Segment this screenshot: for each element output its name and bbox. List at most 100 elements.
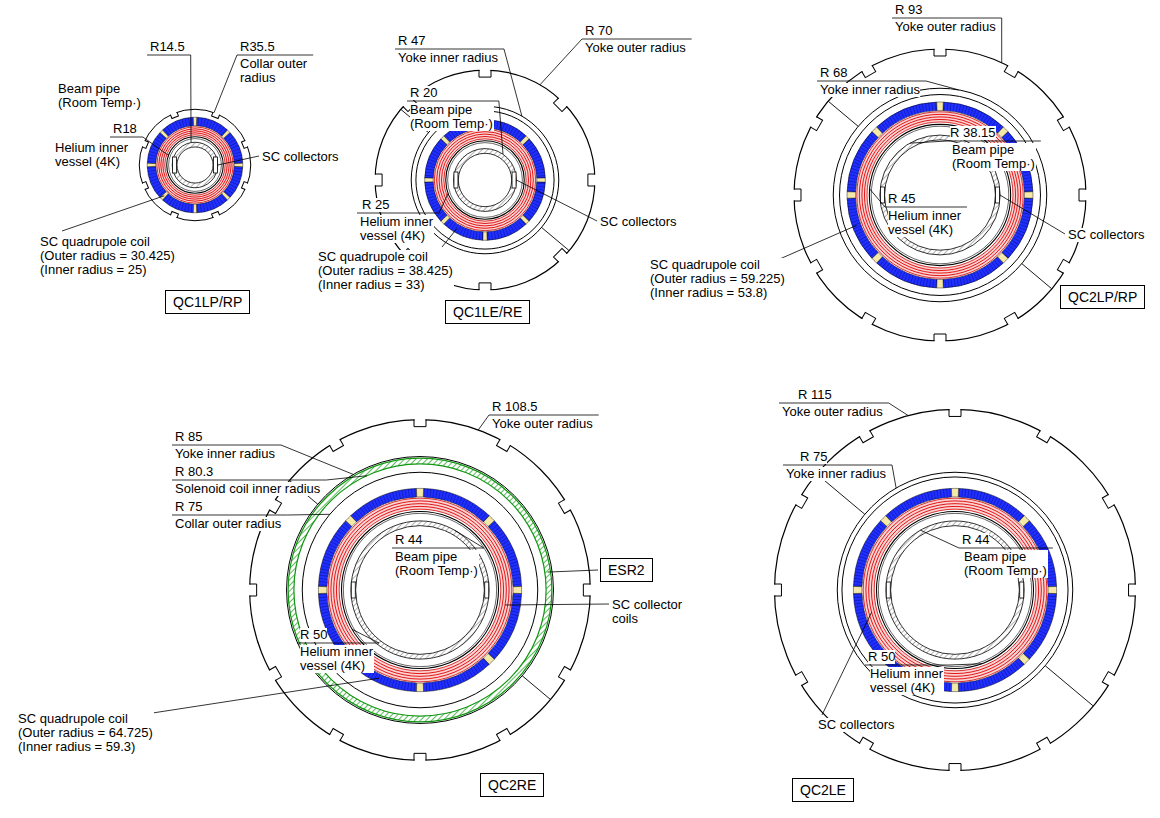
leader-lines (62, 18, 1065, 716)
corrector-coil-layer (163, 133, 227, 197)
notch-outline (1102, 495, 1114, 509)
part-label: Beam pipe (Room Temp·) (410, 103, 494, 131)
notch-mask (859, 429, 873, 442)
notch-mask (415, 417, 426, 426)
leader-line (889, 403, 909, 416)
notch (860, 312, 875, 326)
dimension-underline (783, 465, 892, 466)
notch-mask (268, 667, 281, 681)
notch (267, 666, 281, 681)
notch-outline (212, 211, 220, 217)
dimension-underline (392, 548, 484, 549)
leader-line (442, 229, 457, 247)
magnet-section (791, 46, 1088, 343)
coil-spacer (937, 279, 944, 288)
notch-outline (496, 728, 510, 740)
notch-outline (212, 112, 220, 118)
coil-windings (151, 121, 238, 208)
leader-line (214, 55, 237, 113)
notch-outline (774, 584, 781, 596)
part-label: Helium inner vessel (4K) (360, 215, 434, 243)
corrector-coils (857, 112, 1023, 278)
notch-outline (860, 737, 874, 749)
notch-mask (859, 738, 873, 751)
leader-line (478, 415, 489, 430)
notch-outline (330, 439, 344, 451)
solenoid-coil (288, 458, 552, 722)
notch (808, 115, 822, 130)
coil-spacer (234, 163, 243, 166)
radius-dimension: R 44 (962, 533, 989, 547)
notch-mask (950, 764, 961, 773)
magnet-section (139, 109, 250, 220)
notch (414, 753, 426, 763)
notch-mask (1103, 494, 1116, 508)
radius-dimension: R 20 (410, 86, 437, 100)
notch (934, 334, 946, 344)
notch-mask (1005, 313, 1019, 326)
notch-outline (269, 666, 281, 680)
leader-line (516, 180, 597, 221)
coil-windings (429, 124, 541, 236)
notch (267, 498, 281, 513)
notch (479, 68, 491, 78)
notch-mask (170, 110, 178, 118)
notch-mask (329, 438, 343, 451)
coil-spacer (1024, 192, 1033, 199)
notch-outline (479, 283, 491, 290)
leader-line (143, 137, 169, 155)
notch-outline (1079, 189, 1086, 201)
notch-mask (861, 64, 875, 77)
radius-dimension: R 93 (895, 3, 922, 17)
notch (860, 63, 875, 77)
coil-spacer (872, 253, 882, 263)
notch (496, 728, 511, 742)
leader-line (1000, 195, 1065, 234)
yoke-split-line (522, 676, 550, 699)
notch-outline (250, 584, 257, 596)
notch (1129, 584, 1139, 596)
beam-pipe (172, 142, 218, 188)
notch-mask (480, 284, 491, 293)
corrector-coil-layer (862, 117, 1018, 273)
notch (858, 428, 873, 442)
notch-outline (583, 584, 590, 596)
part-label: Yoke inner radius (820, 83, 920, 97)
leader-line (547, 570, 598, 572)
dimension-underline (959, 548, 1053, 549)
notch-outline (1102, 672, 1114, 686)
part-label: SC collectors (1068, 228, 1145, 242)
notch-mask (415, 754, 426, 763)
notch-outline (142, 140, 148, 148)
coil-spacer (847, 192, 856, 199)
notch (212, 110, 221, 119)
coil-spacer (147, 163, 156, 166)
notch-mask (480, 68, 491, 77)
part-label: SC collectors (262, 150, 339, 164)
coil-spacer (160, 130, 168, 138)
sc-collector (213, 157, 217, 173)
dimension-underline (395, 49, 504, 50)
leader-line (326, 476, 366, 480)
part-label: Solenoid coil inner radius (175, 482, 320, 496)
notch-outline (1057, 117, 1069, 131)
notch-outline (1037, 431, 1051, 443)
notch-outline (1057, 259, 1069, 273)
notch (1102, 672, 1116, 687)
notch-mask (1037, 429, 1051, 442)
radius-dimension: R 75 (800, 450, 827, 464)
dimension-underline (489, 415, 599, 416)
sc-collector (996, 187, 1000, 203)
notch (558, 666, 572, 681)
notch-mask (559, 499, 572, 513)
notch-outline (1129, 584, 1136, 596)
part-label: Helium inner vessel (4K) (888, 209, 962, 237)
notch-outline (241, 140, 247, 148)
notch-mask (809, 116, 822, 130)
notch (554, 96, 569, 111)
notch-outline (558, 500, 570, 514)
yoke-outer (250, 420, 591, 761)
yoke-split-line (542, 227, 569, 250)
notch (414, 417, 426, 427)
yoke-outer (794, 49, 1086, 341)
